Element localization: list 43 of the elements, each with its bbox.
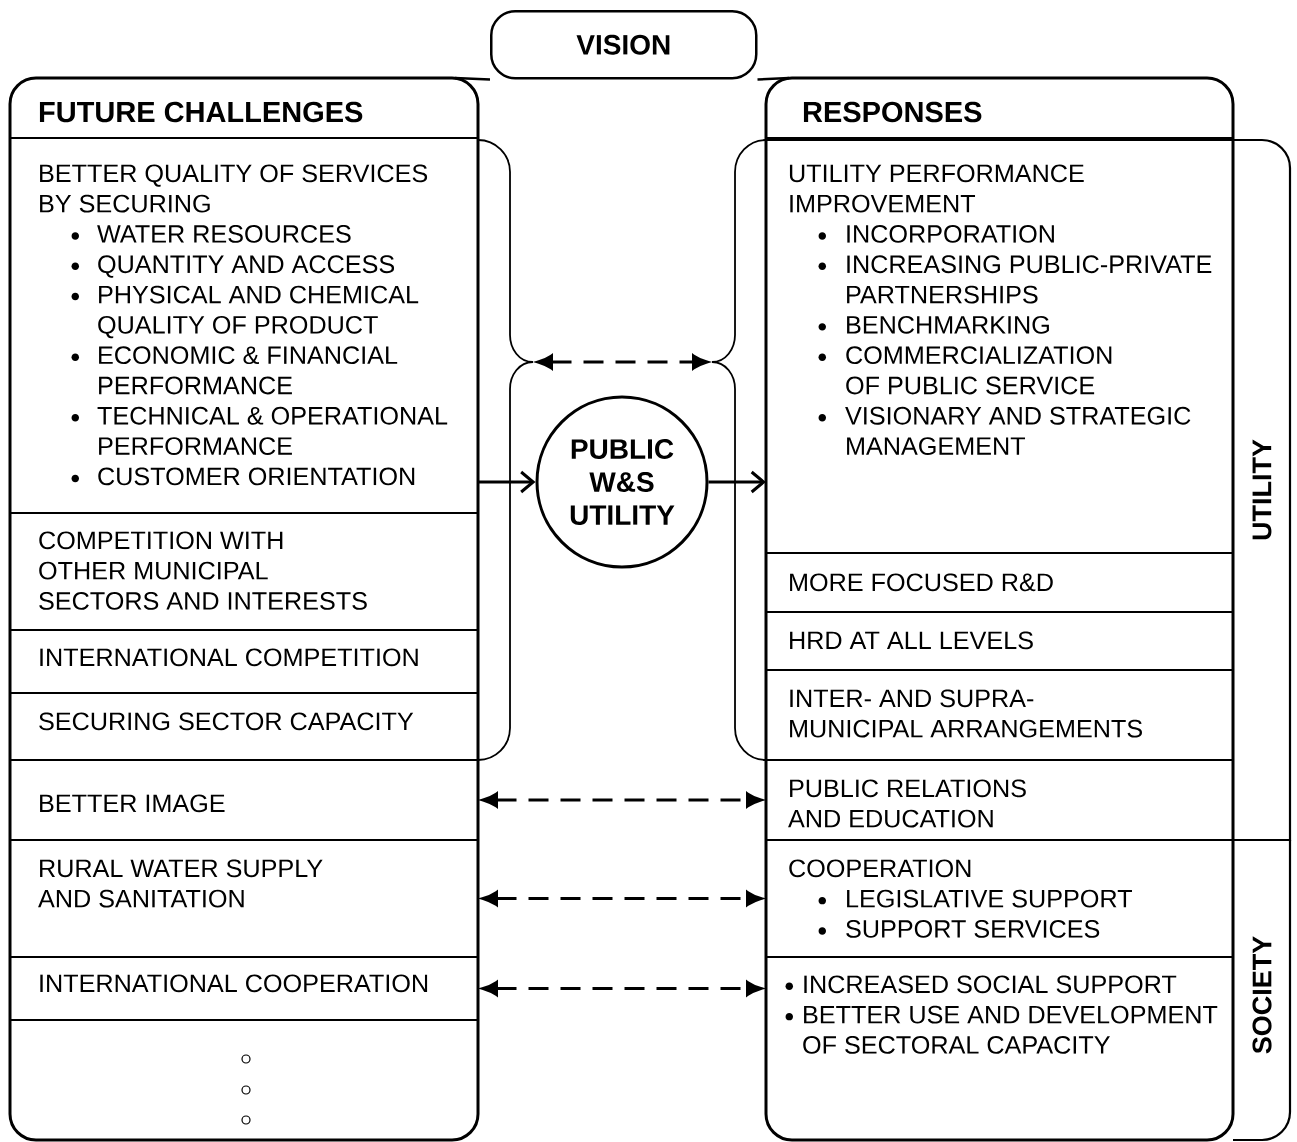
node-label: VISIONARY AND STRATEGIC MANAGEMENT	[845, 406, 1191, 456]
node-label: ECONOMIC & FINANCIAL PERFORMANCE	[99, 346, 398, 395]
node-label: LEGISLATIVE SUPPORT	[847, 889, 1132, 908]
arrow	[481, 792, 763, 808]
node-label: TECHNICAL & OPERATIONAL PERFORMANCE	[97, 406, 448, 456]
node-label: INCREASING PUBLIC-PRIVATE PARTNERSHIPS	[847, 255, 1212, 304]
node-label: BETTER USE AND DEVELOPMENT OF SECTORAL CAPACITY	[803, 1005, 1218, 1054]
text-cell: SECURING SECTOR CAPACITY	[9, 692, 479, 731]
node-label: BENCHMARKING	[847, 315, 1049, 334]
text-cell: INTERNATIONAL COMPETITION	[9, 629, 479, 667]
node-label: SUPPORT SERVICES	[846, 920, 1100, 938]
text-cell: COOPERATION LEGISLATIVE SUPPORT SUPPORT SERVICES	[765, 839, 1234, 938]
text-cell: PUBLIC RELATIONS AND EDUCATION	[765, 759, 1234, 828]
text-cell: UTILITY PERFORMANCE IMPROVEMENT INCORPORATION INCREASING PUBLIC-PRIVATE PARTNERSHIPS BENCHMARKING COMMERCIALIZATION OF PUBLIC SERVICE VISIONARY AND STRATEGIC MANAGEMENT	[765, 137, 1234, 455]
band-label: SOCIETY	[1252, 936, 1272, 1054]
arrow	[478, 470, 536, 494]
node-label: UTILITY PERFORMANCE IMPROVEMENT	[789, 164, 1084, 213]
node-label: INCREASED SOCIAL SUPPORT	[804, 975, 1177, 994]
node-label: QUANTITY AND ACCESS	[98, 255, 395, 278]
text-cell: INCREASED SOCIAL SUPPORT BETTER USE AND DEVELOPMENT OF SECTORAL CAPACITY	[765, 956, 1234, 1054]
arrow	[536, 354, 709, 370]
node-label: INCORPORATION	[847, 225, 1054, 243]
node-label: CUSTOMER ORIENTATION	[98, 467, 415, 486]
text-cell: MORE FOCUSED R&D	[765, 552, 1234, 592]
text-cell: HRD AT ALL LEVELS	[765, 611, 1234, 650]
text-cell: COMPETITION WITH OTHER MUNICIPAL SECTORS AND INTERESTS	[9, 512, 479, 610]
text-cell: BETTER IMAGE	[9, 759, 479, 813]
text-cell: RURAL WATER SUPPLY AND SANITATION	[9, 839, 479, 908]
text-cell: INTER- AND SUPRA- MUNICIPAL ARRANGEMENTS	[765, 669, 1234, 738]
node-label: COMMERCIALIZATION OF PUBLIC SERVICE	[846, 346, 1112, 395]
node-label: WATER RESOURCES	[97, 225, 351, 243]
node-label: BETTER QUALITY OF SERVICES BY SECURING	[40, 164, 428, 213]
bracket-tip	[711, 334, 736, 390]
bracket-tip	[509, 334, 534, 390]
arrow	[708, 470, 766, 494]
text-cell: BETTER QUALITY OF SERVICES BY SECURING WATER RESOURCES QUANTITY AND ACCESS PHYSICAL AND CHEMICAL QUALITY OF PRODUCT ECONOMIC & FINANCIAL PERFORMANCE TECHNICAL & OPERATIONAL PERFORMANCE CUSTOMER ORIENTATION	[9, 137, 479, 486]
connector-line	[757, 76, 790, 81]
band-label: UTILITY	[1252, 439, 1272, 540]
node-label: COOPERATION	[789, 859, 971, 878]
text-cell: INTERNATIONAL COOPERATION	[9, 956, 479, 993]
connector-line	[454, 76, 491, 81]
node-label: PHYSICAL AND CHEMICAL QUALITY OF PRODUCT	[98, 285, 419, 339]
vision-box: VISION	[490, 10, 758, 80]
